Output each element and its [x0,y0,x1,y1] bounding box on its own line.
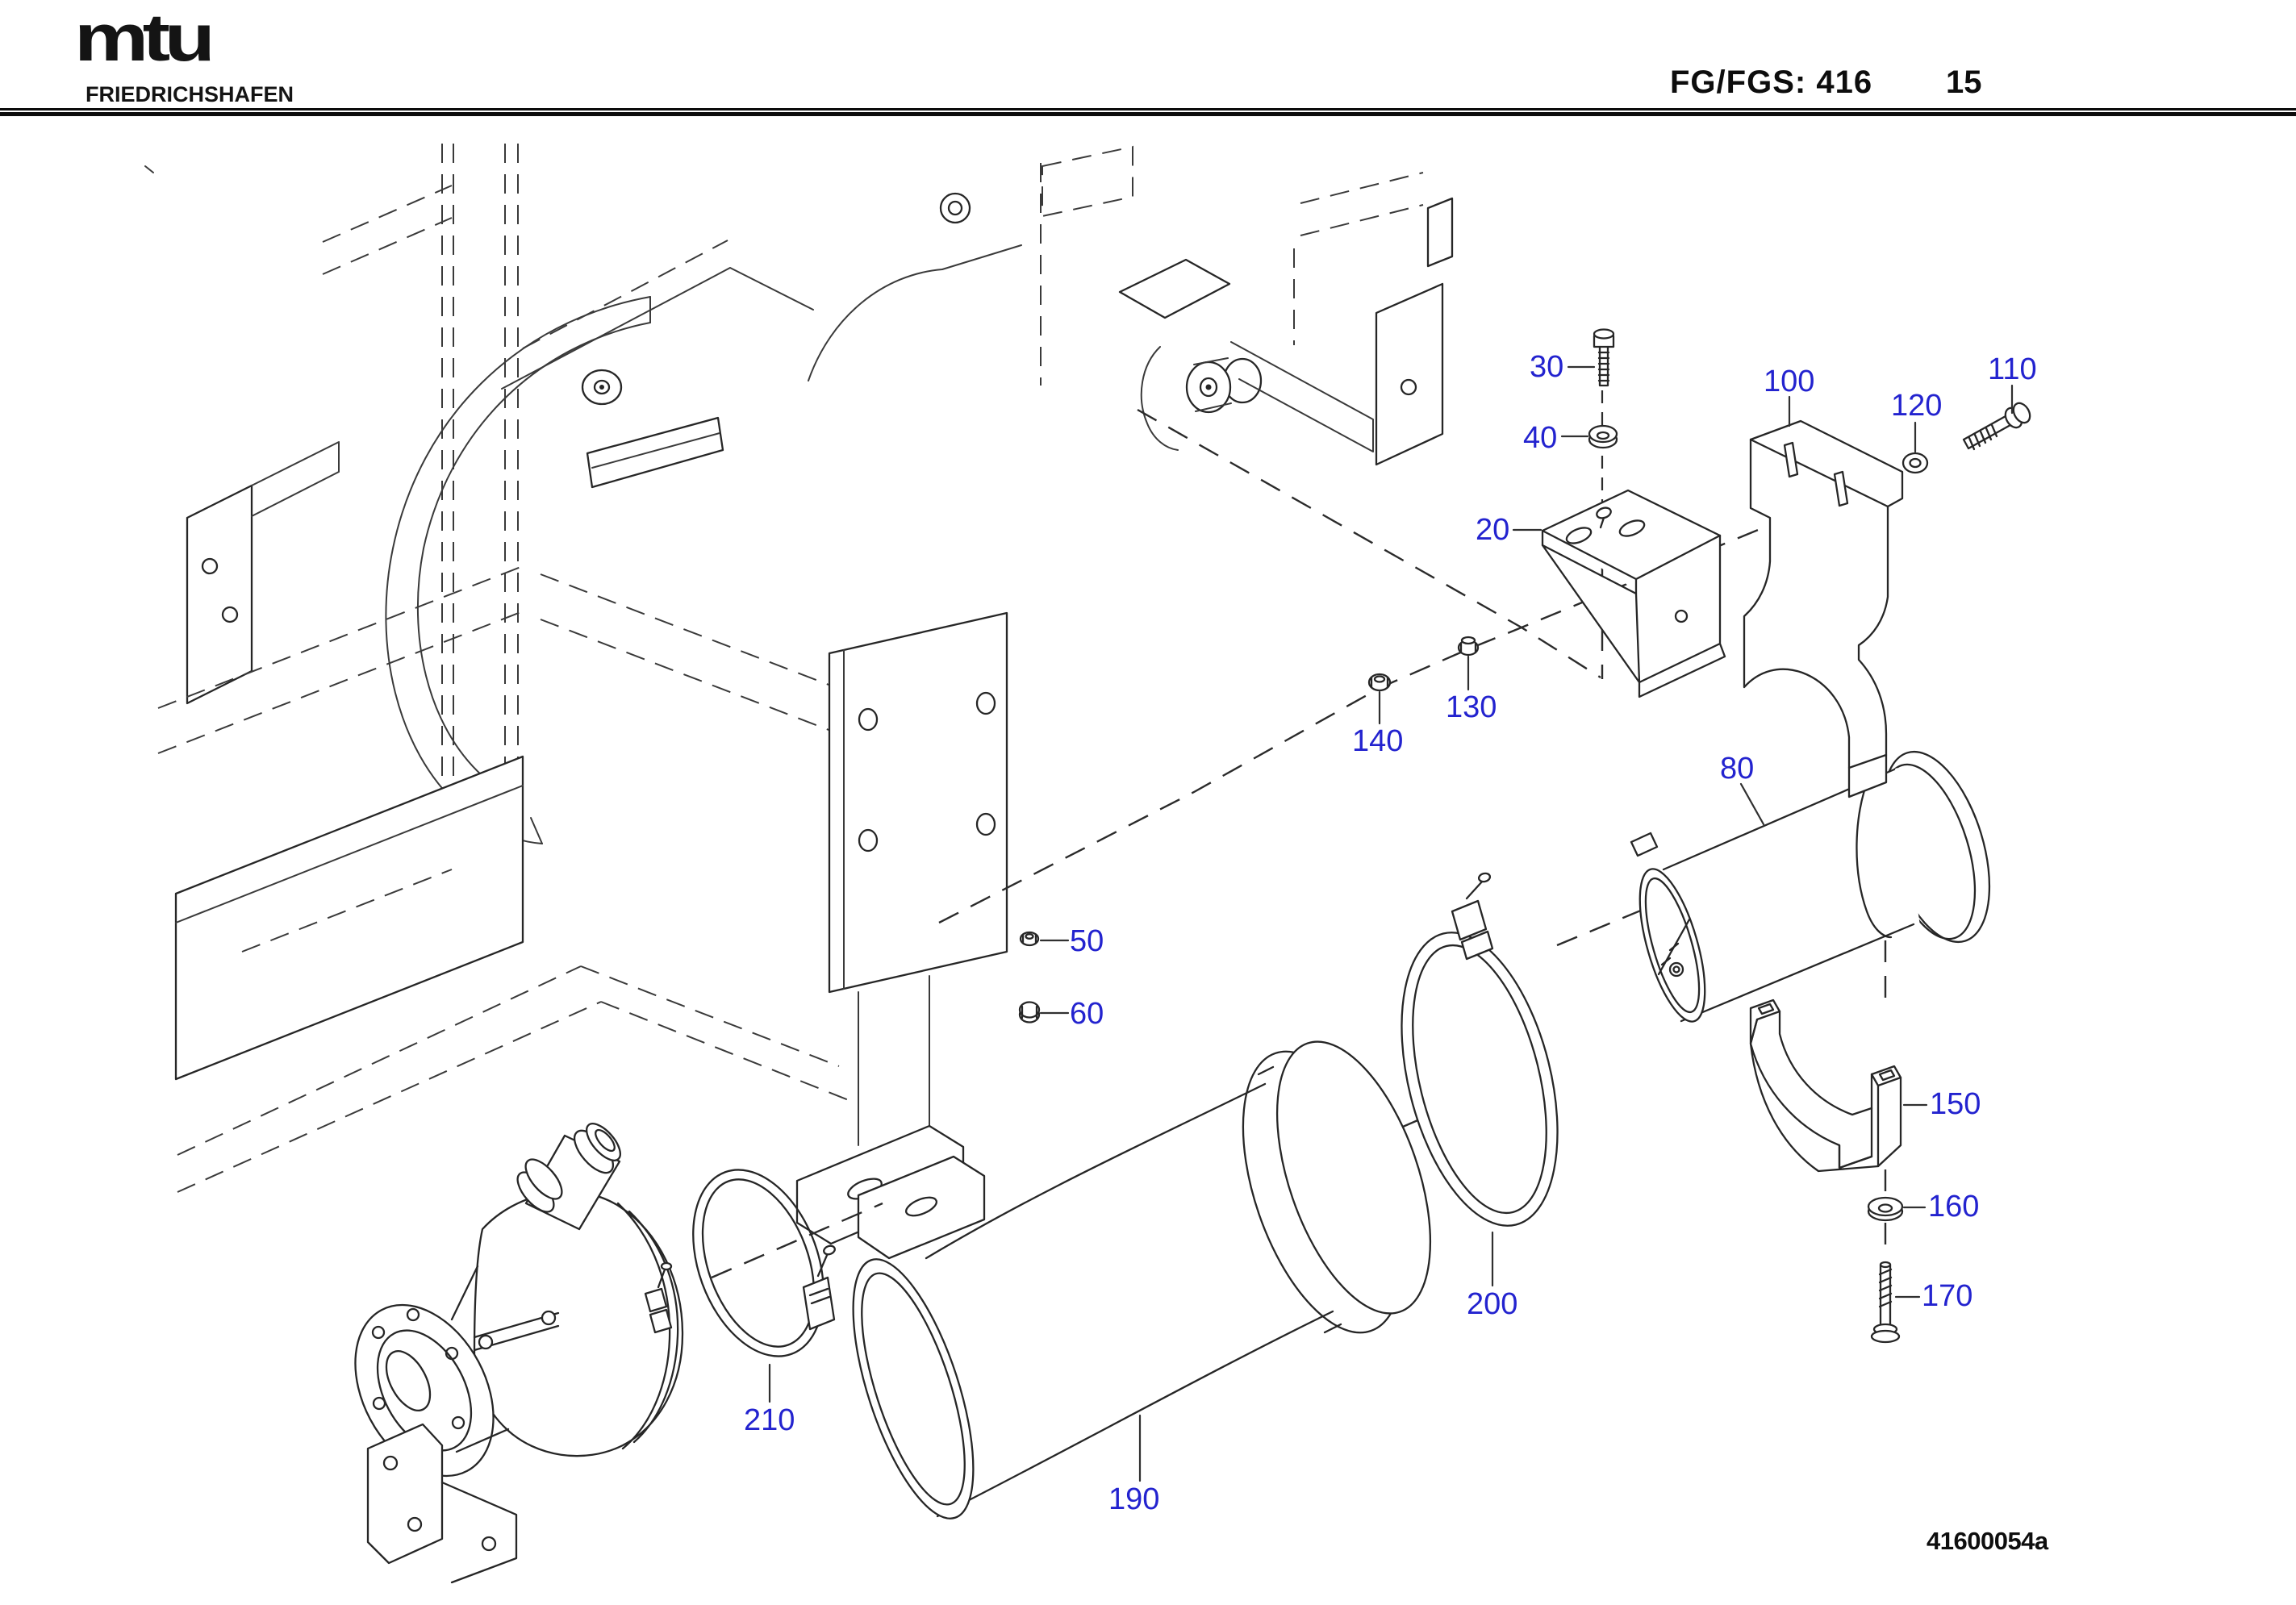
mtu-logo: mtu [74,0,215,75]
callout-100: 100 [1764,365,1815,398]
callout-50: 50 [1070,924,1104,958]
washer-160-drawing [1867,1196,1904,1222]
callout-130: 130 [1446,690,1497,724]
screw-110-drawing [1962,402,2031,451]
turbocharger-drawing [354,1123,684,1584]
callout-40: 40 [1523,421,1558,455]
washer-120-drawing [1902,452,1929,474]
callout-120: 120 [1891,389,1943,423]
header-divider [0,108,2296,112]
callout-170: 170 [1922,1279,1973,1313]
clamp-200-drawing [1401,872,1559,1227]
bracket-20-drawing [1541,489,1726,698]
callout-80: 80 [1720,752,1755,786]
nut-50-drawing [1019,931,1040,947]
washer-40-drawing [1588,424,1618,449]
callout-30: 30 [1530,350,1564,384]
mtu-logo-subtitle: FRIEDRICHSHAFEN [86,82,294,106]
callout-200: 200 [1467,1287,1518,1321]
callout-210: 210 [744,1403,795,1437]
engine-frame-drawing [144,144,1454,1260]
callout-20: 20 [1476,513,1510,547]
callout-leader-lines [768,365,2014,1482]
callout-160: 160 [1928,1190,1980,1224]
nut-130-drawing [1457,636,1480,657]
drawing-number: 41600054a [1927,1527,2048,1555]
bracket-100-drawing [1743,419,1904,798]
muffler-80-drawing [1630,750,1991,1023]
bolt-170-drawing [1870,1261,1901,1344]
bolt-30-drawing [1593,328,1615,387]
callout-190: 190 [1108,1482,1160,1516]
pipe-190-drawing [852,1040,1432,1520]
callout-110: 110 [1988,352,2037,386]
nut-140-drawing [1367,673,1392,692]
document-code: FG/FGS: 416 [1670,65,1873,100]
nut-60-drawing [1018,1001,1041,1023]
bracket-150-drawing [1749,998,1902,1173]
callout-60: 60 [1070,997,1104,1031]
clamp-210-drawing [692,1169,836,1357]
callout-150: 150 [1930,1087,1981,1121]
callout-140: 140 [1352,724,1404,758]
page-number: 15 [1946,65,1982,100]
